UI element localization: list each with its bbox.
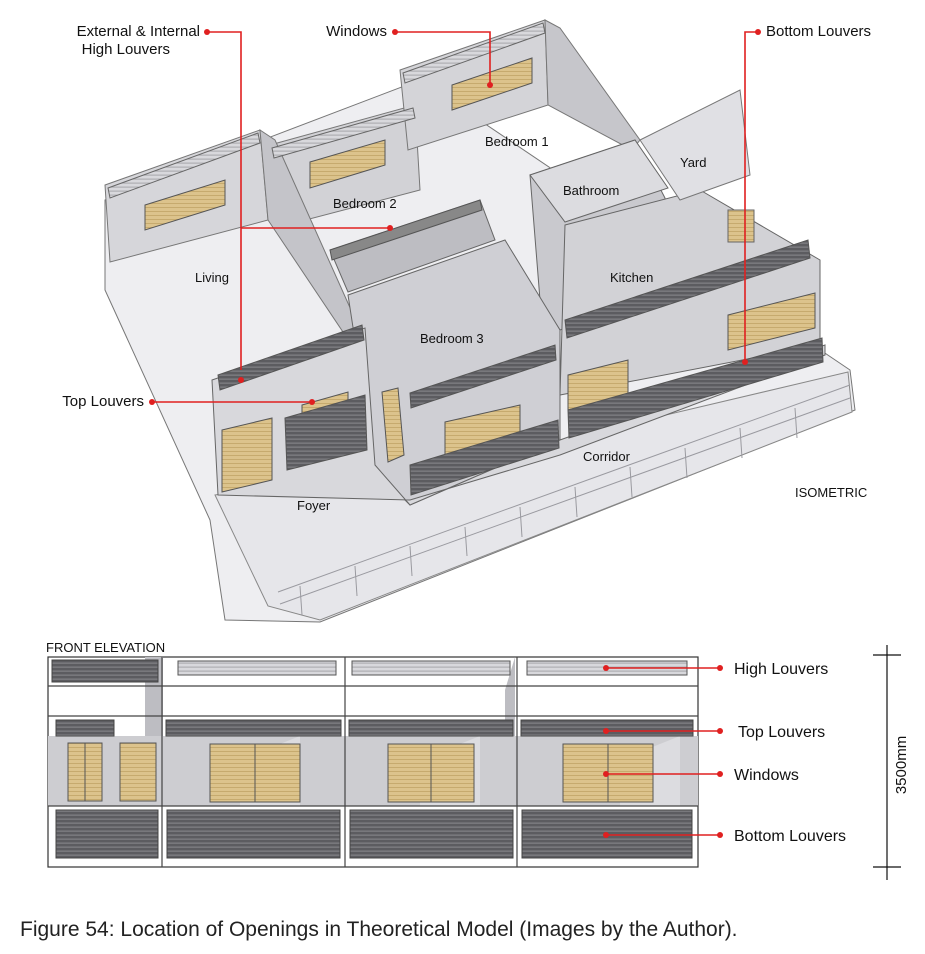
room-label-bedroom2: Bedroom 2 bbox=[333, 196, 397, 211]
dimension-label: 3500mm bbox=[893, 736, 910, 794]
iso-window bbox=[309, 139, 386, 189]
iso-high-louver bbox=[402, 22, 546, 84]
elev-high-louver bbox=[177, 660, 337, 676]
bathroom-top bbox=[529, 139, 669, 223]
iso-window bbox=[221, 417, 273, 493]
callout-label-windows: Windows bbox=[326, 23, 387, 40]
callout-label-high-louvers: High Louvers bbox=[82, 41, 170, 58]
callout-label-high-louvers: External & Internal bbox=[77, 23, 200, 40]
partition-bedroom1 bbox=[544, 19, 641, 151]
callout-dot bbox=[603, 771, 609, 777]
callout-dot bbox=[603, 832, 609, 838]
elev-label-windows: Windows bbox=[734, 767, 799, 784]
isometric-view: Bedroom 1 Yard Bathroom Bedroom 2 Living… bbox=[62, 19, 871, 623]
elev-bottom-louver bbox=[166, 809, 341, 859]
iso-high-louver bbox=[329, 199, 483, 261]
corridor-railing bbox=[277, 384, 851, 616]
kitchen-window bbox=[727, 209, 755, 243]
elev-label-high-louvers: High Louvers bbox=[734, 661, 828, 678]
elev-top-louver bbox=[348, 719, 514, 737]
diagram-canvas: Bedroom 1 Yard Bathroom Bedroom 2 Living… bbox=[46, 19, 910, 880]
iso-window bbox=[727, 292, 816, 351]
room-label-corridor: Corridor bbox=[583, 449, 631, 464]
elev-high-louver bbox=[51, 659, 159, 683]
iso-window bbox=[144, 179, 226, 231]
callout-label-bottom-louvers: Bottom Louvers bbox=[766, 23, 871, 40]
callout-dot bbox=[755, 29, 761, 35]
callout-dot bbox=[487, 82, 493, 88]
elev-top-louver bbox=[520, 719, 694, 737]
callout-dot bbox=[717, 771, 723, 777]
elev-window bbox=[119, 742, 157, 802]
iso-top-louver bbox=[217, 324, 365, 391]
room-label-bedroom1: Bedroom 1 bbox=[485, 134, 549, 149]
elev-label-top-louvers: Top Louvers bbox=[738, 724, 825, 741]
front-facade bbox=[211, 327, 826, 506]
callout-dot bbox=[387, 225, 393, 231]
room-label-foyer: Foyer bbox=[297, 498, 331, 513]
callout-dot bbox=[238, 377, 244, 383]
iso-top-louver bbox=[564, 239, 811, 339]
callout-line-bottom-louvers bbox=[744, 31, 758, 360]
yard-wall bbox=[639, 89, 751, 201]
elev-bottom-louver bbox=[349, 809, 514, 859]
elev-top-louver bbox=[165, 719, 342, 737]
callout-line-high-louvers bbox=[207, 31, 242, 370]
room-label-bedroom3: Bedroom 3 bbox=[420, 331, 484, 346]
callout-dot bbox=[742, 359, 748, 365]
elev-label-bottom-louvers: Bottom Louvers bbox=[734, 828, 846, 845]
elev-high-louver bbox=[351, 660, 511, 676]
callout-dot bbox=[309, 399, 315, 405]
iso-high-louver bbox=[107, 132, 261, 199]
iso-bottom-louver bbox=[567, 337, 824, 439]
callout-label-top-louvers: Top Louvers bbox=[62, 393, 144, 410]
elev-top-louver bbox=[55, 719, 115, 737]
elevation-title: FRONT ELEVATION bbox=[46, 640, 165, 655]
isometric-view-label: ISOMETRIC bbox=[795, 485, 867, 500]
callout-dot bbox=[717, 832, 723, 838]
elev-bottom-louver bbox=[55, 809, 159, 859]
iso-window bbox=[381, 387, 405, 463]
callout-dot bbox=[717, 728, 723, 734]
room-label-kitchen: Kitchen bbox=[610, 270, 653, 285]
iso-high-louver bbox=[271, 107, 416, 159]
iso-bottom-louver bbox=[284, 394, 368, 471]
callout-dot bbox=[204, 29, 210, 35]
room-label-yard: Yard bbox=[680, 155, 707, 170]
front-elevation: FRONT ELEVATION bbox=[46, 640, 910, 880]
figure-caption: Figure 54: Location of Openings in Theor… bbox=[20, 918, 738, 941]
room-label-bathroom: Bathroom bbox=[563, 183, 619, 198]
callout-dot bbox=[717, 665, 723, 671]
callout-dot bbox=[603, 665, 609, 671]
callout-dot bbox=[149, 399, 155, 405]
callout-dot bbox=[392, 29, 398, 35]
iso-bottom-louver bbox=[409, 419, 560, 496]
callout-dot bbox=[603, 728, 609, 734]
iso-top-louver bbox=[409, 344, 557, 409]
room-label-living: Living bbox=[195, 270, 229, 285]
callout-line-windows bbox=[395, 31, 491, 85]
